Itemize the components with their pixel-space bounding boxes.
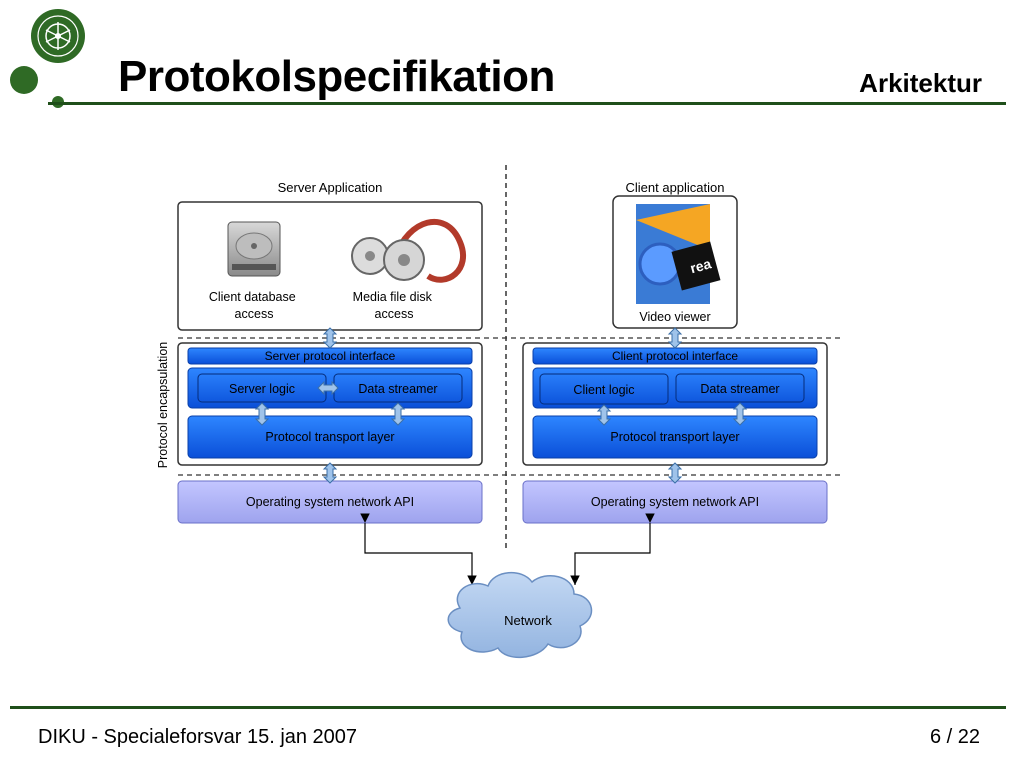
client-protocol-transport-label: Protocol transport layer xyxy=(610,430,739,444)
media-file-disk-access-label: Media file disk access xyxy=(353,290,436,321)
page-number: 6 / 22 xyxy=(929,726,980,748)
client-data-streamer-box xyxy=(675,373,805,403)
client-os-network-api-label: Operating system network API xyxy=(591,495,759,509)
hard-disk-icon xyxy=(227,221,281,277)
network-connectors xyxy=(360,513,655,585)
client-application-title: Client application xyxy=(625,180,724,195)
vertical-double-arrows xyxy=(254,327,748,484)
video-player-icon: rea xyxy=(636,204,721,304)
footer-text: DIKU - Specialeforsvar 15. jan 2007 xyxy=(38,726,358,748)
server-data-streamer-label: Data streamer xyxy=(358,382,437,396)
client-logic-group xyxy=(532,367,818,409)
server-os-network-api-label: Operating system network API xyxy=(246,495,414,509)
protocol-encapsulation-label: Protocol encapsulation xyxy=(156,342,170,469)
page-title: Protokolspecifikation xyxy=(118,52,555,101)
server-logic-label: Server logic xyxy=(229,382,295,396)
client-logic-box xyxy=(539,373,669,405)
video-viewer-label: Video viewer xyxy=(639,310,710,324)
server-protocol-transport-box xyxy=(187,415,473,459)
server-protocol-transport-label: Protocol transport layer xyxy=(265,430,394,444)
footer-rule xyxy=(10,706,1006,709)
architecture-diagram: Server Application Client application Cl… xyxy=(150,160,850,680)
section-title: Arkitektur xyxy=(859,68,982,98)
network-label: Network xyxy=(504,613,552,628)
client-database-access-label: Client database access xyxy=(209,290,299,321)
server-application-title: Server Application xyxy=(278,180,383,195)
client-protocol-interface-label: Client protocol interface xyxy=(612,349,738,363)
film-reel-icon xyxy=(351,219,467,283)
client-protocol-transport-box xyxy=(532,415,818,459)
client-logic-label: Client logic xyxy=(573,383,634,397)
header-rule xyxy=(48,102,1006,105)
decorative-dot-large xyxy=(10,66,38,94)
network-cloud xyxy=(447,572,593,659)
client-data-streamer-label: Data streamer xyxy=(700,382,779,396)
server-protocol-interface-label: Server protocol interface xyxy=(265,349,396,363)
university-seal-logo xyxy=(30,8,86,64)
svg-text:rea: rea xyxy=(688,255,713,276)
